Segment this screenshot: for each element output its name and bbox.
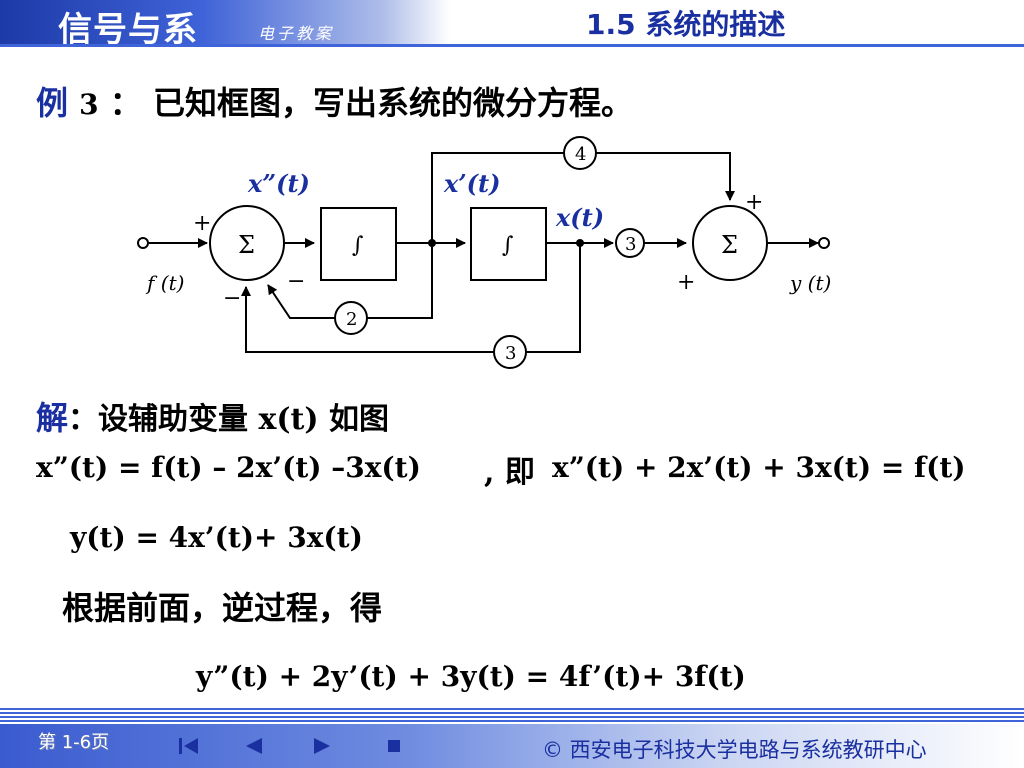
sign-plus-forward: + xyxy=(677,270,695,295)
output-label: y (t) xyxy=(789,271,831,295)
sign-plus-top: + xyxy=(745,190,763,215)
first-page-icon xyxy=(179,738,198,754)
problem-number: 3 xyxy=(79,88,99,121)
course-subtitle: 电子教案 xyxy=(258,24,335,43)
block-diagram: Σ Σ ∫ ∫ 4 2 3 3 x”(t) x’(t) x(t) f (t) y… xyxy=(137,136,831,369)
integrator-symbol: ∫ xyxy=(502,233,514,258)
next-page-icon xyxy=(314,738,330,754)
gain-label-forward-3: 3 xyxy=(625,234,636,255)
problem-text: 已知框图，写出系统的微分方程。 xyxy=(152,84,633,122)
previous-page-button[interactable] xyxy=(240,734,268,758)
signal-label-x1: x’(t) xyxy=(443,169,500,198)
input-terminal xyxy=(137,237,149,249)
junction-dot xyxy=(428,239,436,247)
top-path xyxy=(431,152,564,243)
junction-dot xyxy=(576,239,584,247)
previous-page-icon xyxy=(246,738,262,754)
solution-intro: 解：设辅助变量 x(t) 如图 xyxy=(36,393,389,439)
reasoning-text: 根据前面，逆过程，得 xyxy=(62,589,383,627)
sign-plus-input: + xyxy=(193,211,211,236)
equation-1-right: x”(t) + 2x’(t) + 3x(t) = f(t) xyxy=(552,451,966,484)
input-label: f (t) xyxy=(145,271,184,295)
feedback-path-3 xyxy=(526,243,581,353)
feedback-path-2 xyxy=(367,243,433,319)
signal-label-x2: x”(t) xyxy=(247,169,310,198)
sum-symbol: Σ xyxy=(238,231,255,259)
problem-colon: ： xyxy=(109,84,142,122)
sign-minus-fb2: − xyxy=(223,286,241,311)
equation-1-join: , 即 xyxy=(484,455,535,490)
next-page-button[interactable] xyxy=(308,734,336,758)
sum-symbol: Σ xyxy=(721,231,738,259)
first-page-button[interactable] xyxy=(176,734,204,758)
gain-label-2: 2 xyxy=(346,309,357,330)
equation-1-left: x”(t) = f(t) – 2x’(t) –3x(t) xyxy=(36,451,421,484)
slide-header: 信号与系 电子教案 1.5 系统的描述 xyxy=(0,0,1024,50)
section-title: 1.5 系统的描述 xyxy=(586,8,786,41)
problem-statement: 例 3 ： 已知框图，写出系统的微分方程。 xyxy=(36,78,633,124)
course-title: 信号与系 xyxy=(58,10,198,50)
equation-2: y(t) = 4x’(t)+ 3x(t) xyxy=(70,521,363,554)
solution-intro-text: ：设辅助变量 x(t) 如图 xyxy=(68,402,390,437)
stop-icon xyxy=(388,740,400,752)
copyright-text: © 西安电子科技大学电路与系统教研中心 xyxy=(542,738,927,762)
gain-label-3: 3 xyxy=(505,343,516,364)
signal-label-x: x(t) xyxy=(555,203,604,232)
footer-bar xyxy=(0,724,1024,768)
gain-label-4: 4 xyxy=(575,144,586,165)
problem-label: 例 xyxy=(36,84,69,122)
footer-stripes xyxy=(0,708,1024,724)
sign-minus-fb1: − xyxy=(287,269,305,294)
header-rule xyxy=(0,44,1024,47)
page-number: 第 1-6页 xyxy=(38,732,110,753)
solution-label: 解 xyxy=(36,399,69,437)
stop-button[interactable] xyxy=(380,734,408,758)
integrator-symbol: ∫ xyxy=(352,233,364,258)
header-band xyxy=(0,0,450,44)
result-equation: y”(t) + 2y’(t) + 3y(t) = 4f’(t)+ 3f(t) xyxy=(196,660,746,693)
output-terminal xyxy=(818,237,830,249)
